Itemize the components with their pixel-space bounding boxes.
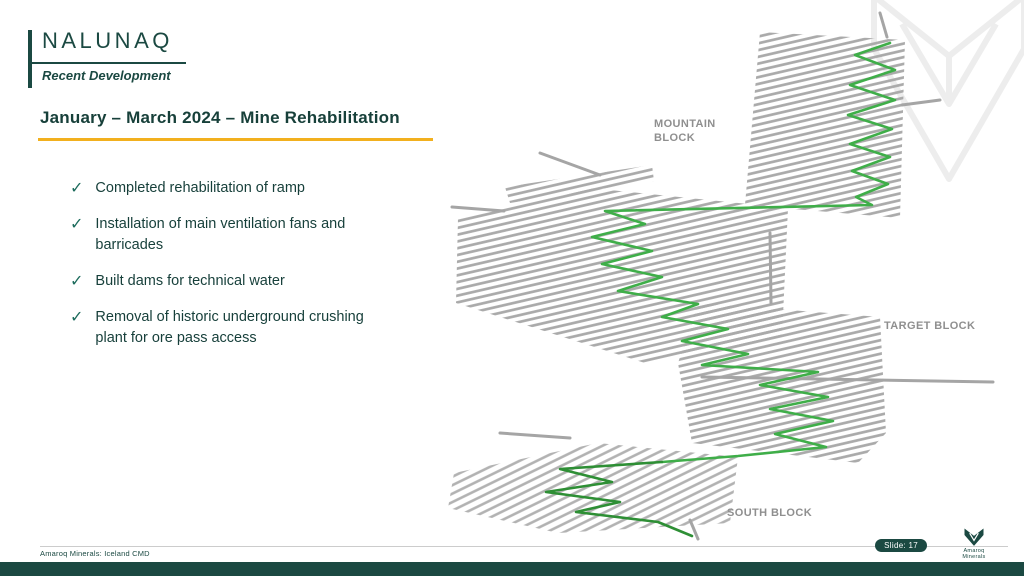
check-icon: ✓	[70, 309, 84, 326]
page-title: January – March 2024 – Mine Rehabilitati…	[40, 108, 400, 127]
mine-3d-model	[448, 11, 995, 541]
brand-divider	[28, 62, 186, 64]
check-icon: ✓	[70, 273, 84, 290]
bottom-brand-bar	[0, 562, 1024, 576]
bullet-text: Installation of main ventilation fans an…	[95, 216, 346, 253]
list-item: ✓ Removal of historic underground crushi…	[70, 307, 410, 349]
bullet-text: Completed rehabilitation of ramp	[95, 180, 305, 196]
footer-divider	[40, 546, 1008, 547]
bullet-text: Removal of historic underground crushing…	[95, 309, 364, 346]
amaroq-corner-logo: Amaroq Minerals	[952, 528, 996, 560]
list-item: ✓ Installation of main ventilation fans …	[70, 214, 410, 256]
label-mountain-block: MOUNTAIN BLOCK	[654, 118, 716, 144]
amaroq-watermark-logo	[871, 0, 1024, 182]
slide-number-badge: Slide: 17	[875, 539, 927, 552]
slide-subtitle: Recent Development	[42, 68, 171, 83]
brand-vertical-bar	[28, 30, 32, 88]
check-icon: ✓	[70, 180, 84, 197]
title-underline	[38, 138, 433, 141]
list-item: ✓ Built dams for technical water	[70, 271, 410, 292]
corner-logo-text: Amaroq Minerals	[962, 548, 986, 560]
ramp-path	[544, 41, 897, 538]
label-south-block: SOUTH BLOCK	[727, 507, 813, 519]
label-target-block: TARGET BLOCK	[884, 320, 976, 332]
tunnel-network	[448, 11, 995, 541]
bullet-text: Built dams for technical water	[95, 273, 285, 289]
fox-logo-icon	[964, 528, 984, 546]
site-name: NALUNAQ	[42, 28, 173, 53]
list-item: ✓ Completed rehabilitation of ramp	[70, 178, 410, 199]
bullet-list: ✓ Completed rehabilitation of ramp ✓ Ins…	[70, 178, 410, 364]
footer-caption: Amaroq Minerals: Iceland CMD	[40, 549, 150, 558]
check-icon: ✓	[70, 216, 84, 233]
